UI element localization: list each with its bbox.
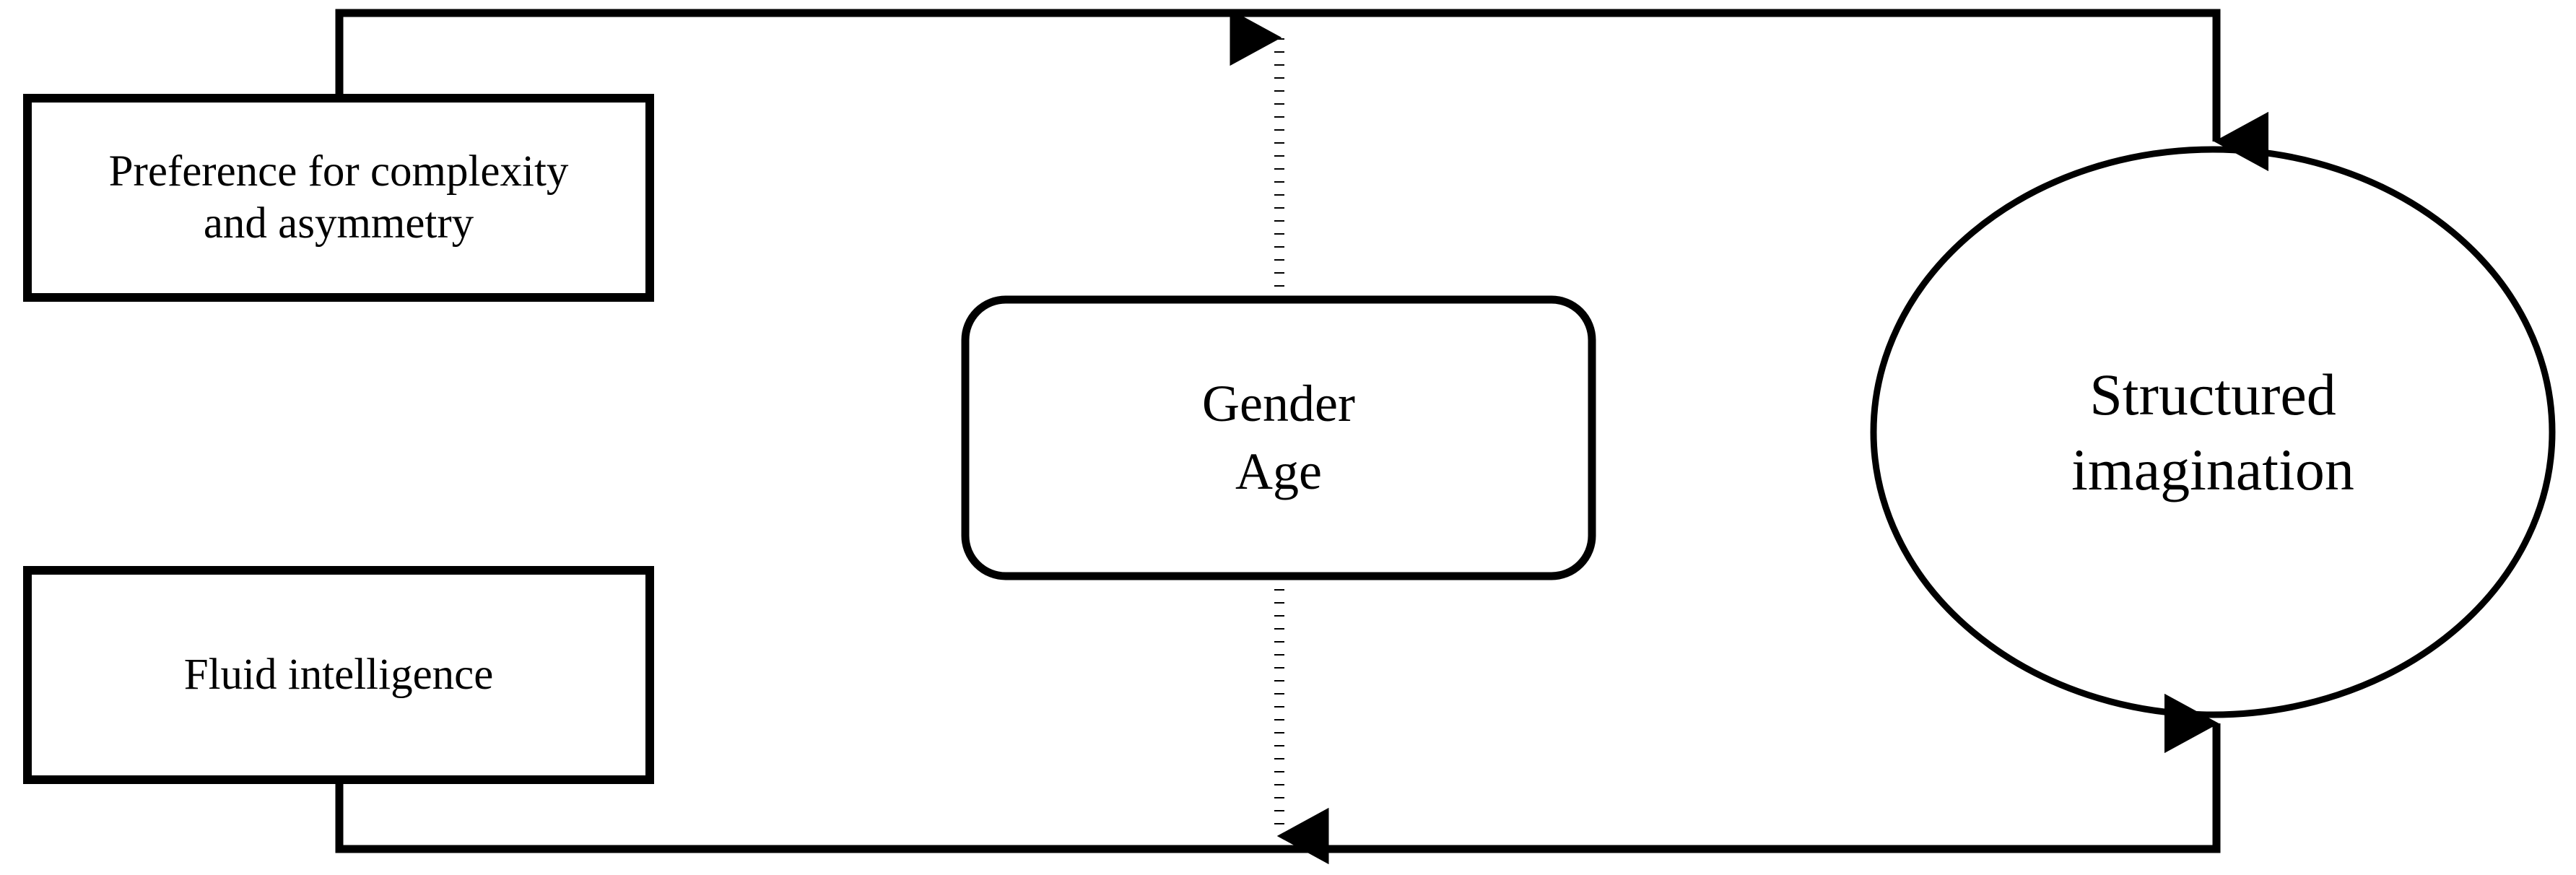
node-preference-box[interactable] xyxy=(23,94,654,302)
node-fluid-intelligence-box[interactable] xyxy=(23,566,654,784)
node-moderator-rounded-box[interactable] xyxy=(961,295,1596,580)
node-outcome-ellipse[interactable] xyxy=(1870,146,2556,718)
